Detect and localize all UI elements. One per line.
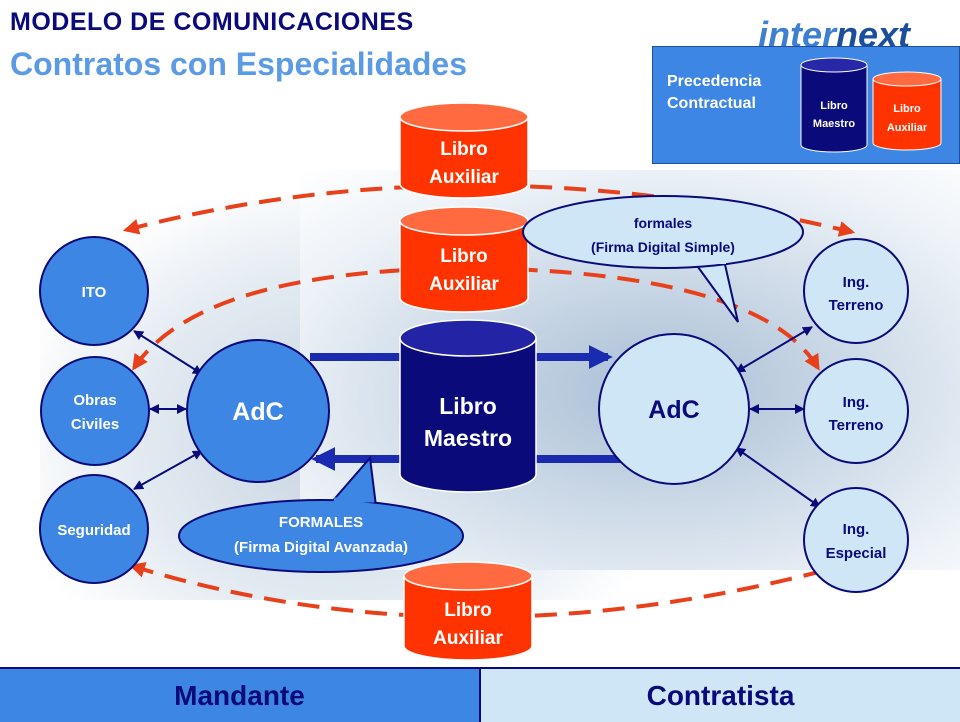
page-title: MODELO DE COMUNICACIONES xyxy=(10,8,414,36)
aux-top-line1: Libro xyxy=(440,139,488,160)
node-seguridad: Seguridad xyxy=(39,474,149,584)
ing3-line2: Especial xyxy=(826,545,887,562)
master-line1: Libro xyxy=(439,393,497,419)
aux-book-top: Libro Auxiliar xyxy=(399,102,529,199)
callout-top-line1: formales xyxy=(634,215,693,231)
ing1-line2: Terreno xyxy=(829,297,884,314)
footer-bar: Mandante Contratista xyxy=(0,667,960,722)
aux-middle-line1: Libro xyxy=(440,246,488,267)
link-adc-ing3 xyxy=(735,447,821,508)
node-ing-terreno-1: Ing. Terreno xyxy=(803,238,909,344)
ing1-line1: Ing. xyxy=(843,274,870,291)
aux-top-line2: Auxiliar xyxy=(429,167,499,188)
master-line2: Maestro xyxy=(424,425,512,451)
ing3-line1: Ing. xyxy=(843,521,870,538)
callout-top-line2: (Firma Digital Simple) xyxy=(591,239,735,255)
footer-contratista: Contratista xyxy=(481,669,960,722)
precedence-master-line2: Maestro xyxy=(813,118,855,130)
adc-left-node: AdC xyxy=(186,339,330,483)
footer-mandante: Mandante xyxy=(0,669,481,722)
adc-right-label: AdC xyxy=(648,396,699,424)
dashed-arrow-top-inner xyxy=(132,265,820,371)
obras-line1: Obras xyxy=(73,392,116,409)
link-adc-ing1 xyxy=(735,326,813,373)
node-obras-civiles: Obras Civiles xyxy=(40,356,150,466)
adc-left-label: AdC xyxy=(232,398,283,426)
page-subtitle: Contratos con Especialidades xyxy=(10,46,468,82)
precedence-aux-line2: Auxiliar xyxy=(887,122,928,134)
aux-book-bottom: Libro Auxiliar xyxy=(403,561,533,661)
callout-bottom-line1: FORMALES xyxy=(279,514,363,531)
precedence-cylinders: Libro Maestro Libro Auxiliar xyxy=(800,57,942,153)
ito-label: ITO xyxy=(82,284,107,301)
node-ing-especial: Ing. Especial xyxy=(803,487,909,593)
node-ing-terreno-2: Ing. Terreno xyxy=(803,358,909,464)
precedence-legend: Precedencia Contractual Libro Maestro Li… xyxy=(652,46,960,164)
adc-right-node: AdC xyxy=(598,333,750,485)
ing2-line1: Ing. xyxy=(843,394,870,411)
precedence-label: Precedencia Contractual xyxy=(667,73,762,112)
precedence-aux-line1: Libro xyxy=(893,103,921,115)
obras-line2: Civiles xyxy=(71,416,119,433)
communication-diagram: Libro Auxiliar Libro Auxiliar Libro Maes… xyxy=(39,102,909,661)
precedence-master-line1: Libro xyxy=(820,100,848,112)
aux-middle-line2: Auxiliar xyxy=(429,274,499,295)
callout-top: formales (Firma Digital Simple) xyxy=(522,195,804,323)
callout-bottom-line2: (Firma Digital Avanzada) xyxy=(234,539,408,556)
callout-bottom: FORMALES (Firma Digital Avanzada) xyxy=(178,455,464,573)
aux-bottom-line1: Libro xyxy=(444,600,492,621)
ing2-line2: Terreno xyxy=(829,417,884,434)
master-book: Libro Maestro xyxy=(399,319,537,493)
aux-bottom-line2: Auxiliar xyxy=(433,628,503,649)
node-ito: ITO xyxy=(39,236,149,346)
precedence-aux-cylinder: Libro Auxiliar xyxy=(872,71,942,151)
link-adc-ito xyxy=(133,330,203,375)
link-adc-seguridad xyxy=(133,450,203,490)
precedence-master-cylinder: Libro Maestro xyxy=(800,57,868,153)
aux-book-middle: Libro Auxiliar xyxy=(399,206,529,313)
seguridad-label: Seguridad xyxy=(57,522,130,539)
